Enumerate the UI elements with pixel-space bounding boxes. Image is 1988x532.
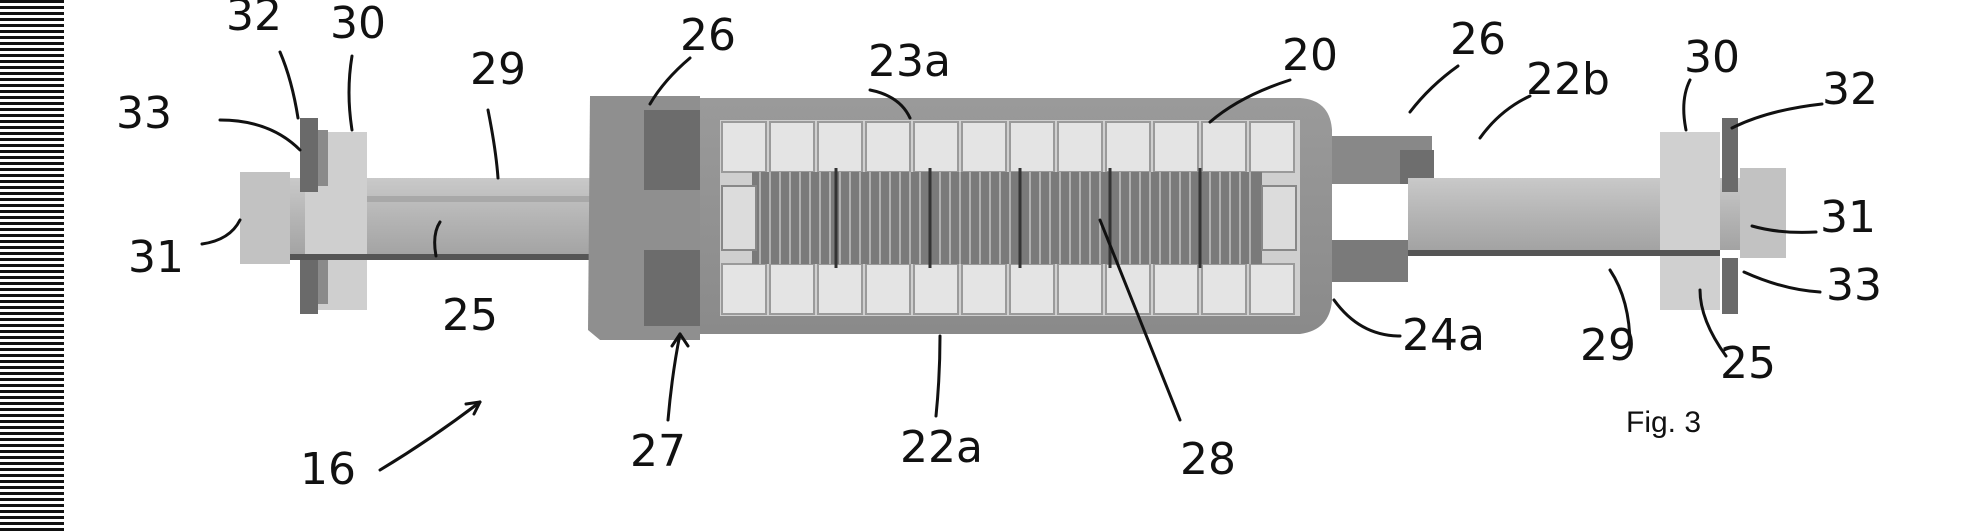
label-22b: 22b: [1526, 54, 1610, 105]
label-33-right: 33: [1826, 260, 1882, 311]
right-bearing: [1660, 132, 1720, 310]
label-26-left: 26: [680, 10, 736, 61]
label-29-left: 29: [470, 44, 526, 95]
left-shaft-assembly: [240, 118, 640, 314]
left-lower-ring: [300, 258, 318, 314]
label-31-right: 31: [1820, 192, 1876, 243]
right-end-cap: [1740, 168, 1786, 258]
label-27: 27: [630, 426, 686, 477]
label-16: 16: [300, 444, 356, 495]
label-30-left: 30: [330, 0, 386, 49]
barcode-strip: [0, 0, 64, 532]
label-32-left: 32: [226, 0, 282, 41]
right-lower-ring: [1722, 258, 1738, 314]
right-shaft-assembly: [1408, 118, 1786, 314]
label-24a: 24a: [1402, 310, 1485, 361]
label-20: 20: [1282, 30, 1338, 81]
main-housing: [588, 96, 1434, 340]
label-32-right: 32: [1822, 64, 1878, 115]
figure-caption: Fig. 3: [1626, 406, 1701, 439]
label-25-right: 25: [1720, 338, 1776, 389]
right-retaining-ring: [1722, 118, 1738, 192]
label-31-left: 31: [128, 232, 184, 283]
label-26-right: 26: [1450, 14, 1506, 65]
left-retaining-ring: [300, 118, 318, 192]
left-end-cap: [240, 172, 290, 264]
label-30-right: 30: [1684, 32, 1740, 83]
label-22a: 22a: [900, 422, 983, 473]
label-23a: 23a: [868, 36, 951, 87]
label-33-left: 33: [116, 88, 172, 139]
label-29-right: 29: [1580, 320, 1636, 371]
label-25-left: 25: [442, 290, 498, 341]
label-28: 28: [1180, 434, 1236, 485]
laminated-core: [752, 168, 1262, 268]
